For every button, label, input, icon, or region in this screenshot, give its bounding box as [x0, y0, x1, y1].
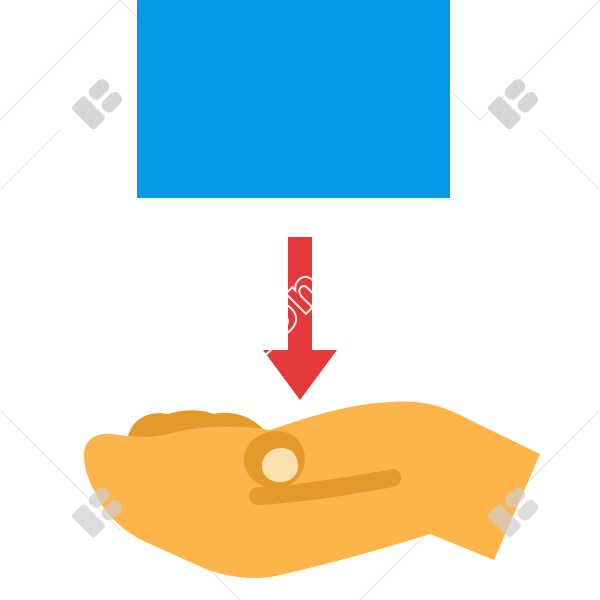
- watermark-logo-bottom-right: [488, 487, 539, 538]
- card-icon: [137, 0, 450, 198]
- watermark-logo-top-right: [488, 79, 539, 130]
- hand-palm-line: [249, 469, 401, 505]
- open-hand-icon: [84, 401, 540, 578]
- watermark-logo-bottom-left: [72, 487, 123, 538]
- arrow-down-icon: [263, 237, 337, 400]
- watermark-logo-top-left: [72, 79, 123, 130]
- hand-thumb-nail: [262, 448, 298, 482]
